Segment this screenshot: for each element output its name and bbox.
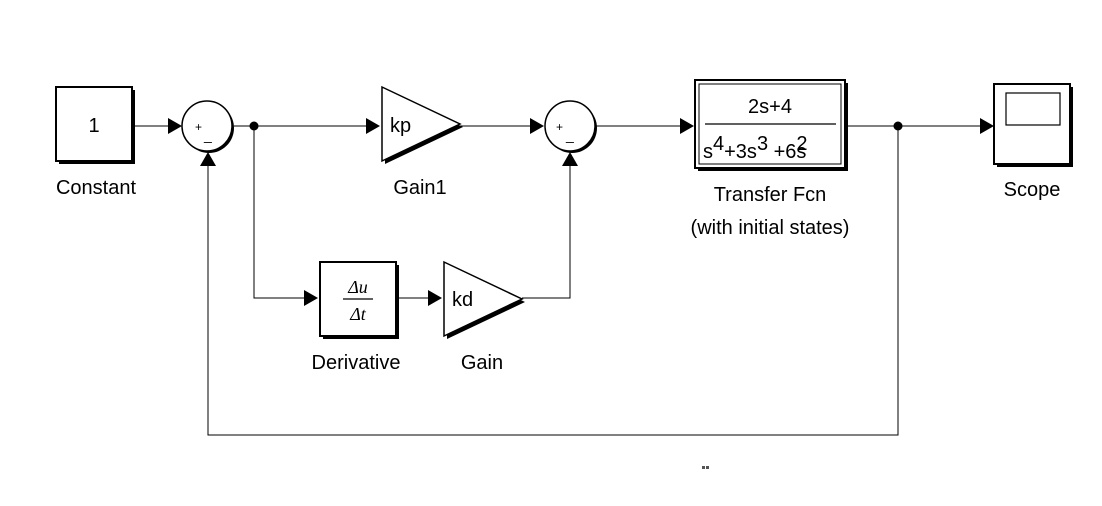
tf-den-tail: +6s: [768, 141, 806, 163]
derivative-denominator: Δt: [349, 304, 367, 324]
tf-label-line2: (with initial states): [691, 217, 850, 239]
tf-den-exp3: 3: [757, 133, 768, 155]
gain1-block[interactable]: kp: [381, 85, 463, 164]
arrowhead-derivative-in: [304, 290, 318, 306]
sum2-plus: +: [556, 120, 563, 134]
constant-label: Constant: [56, 177, 136, 199]
sum1-minus: _: [203, 127, 212, 143]
wire-branch-to-derivative[interactable]: [253, 126, 304, 299]
sum1-plus: +: [195, 120, 202, 134]
gain1-value: kp: [390, 115, 411, 137]
sum1-circle: [181, 100, 233, 152]
gain1-label: Gain1: [393, 177, 446, 199]
tf-den-s: s: [703, 141, 713, 163]
constant-value: 1: [88, 115, 99, 137]
arrowhead-gain1-in: [366, 118, 380, 134]
tf-den-exp2: 2: [796, 133, 807, 155]
gain-label: Gain: [461, 352, 503, 374]
gain-triangle: [443, 260, 524, 338]
tf-denominator: s4+3s3 +6s2: [703, 133, 808, 163]
arrowhead-gain-in: [428, 290, 442, 306]
gain-block[interactable]: kd: [443, 260, 525, 339]
arrowhead-sum1-feedback-in: [200, 152, 216, 166]
arrowhead-sum1-in: [168, 118, 182, 134]
gain-value: kd: [452, 289, 473, 311]
arrowhead-tf-in: [680, 118, 694, 134]
tf-inner-frame: [698, 83, 842, 165]
wire-feedback[interactable]: [207, 126, 899, 436]
scope-label: Scope: [1004, 179, 1061, 201]
arrowhead-scope-in: [980, 118, 994, 134]
constant-block[interactable]: 1: [55, 86, 135, 164]
signal-lines: [134, 118, 994, 436]
resize-marker-icon: [702, 466, 709, 469]
gain1-triangle: [381, 85, 462, 163]
transfer-fcn-block[interactable]: 2s+4 s4+3s3 +6s2: [694, 79, 848, 171]
tf-numerator: 2s+4: [748, 96, 792, 118]
sum2-block[interactable]: + _: [544, 100, 597, 153]
scope-screen-icon: [1005, 92, 1061, 126]
wire-gain-to-sum2[interactable]: [522, 166, 571, 299]
derivative-label: Derivative: [312, 352, 401, 374]
arrowhead-sum2-in: [530, 118, 544, 134]
constant-block-body: [55, 86, 133, 162]
scope-block[interactable]: [993, 83, 1073, 167]
tf-den-exp4: 4: [713, 133, 724, 155]
derivative-block[interactable]: Δu Δt: [319, 261, 399, 339]
tf-label-line1: Transfer Fcn: [714, 184, 827, 206]
derivative-numerator: Δu: [347, 277, 368, 297]
sum2-minus: _: [565, 127, 574, 143]
sum1-block[interactable]: + _: [181, 100, 234, 153]
sum2-circle: [544, 100, 596, 152]
tf-den-mid: +3s: [724, 141, 757, 163]
arrowhead-sum2-bottom-in: [562, 152, 578, 166]
